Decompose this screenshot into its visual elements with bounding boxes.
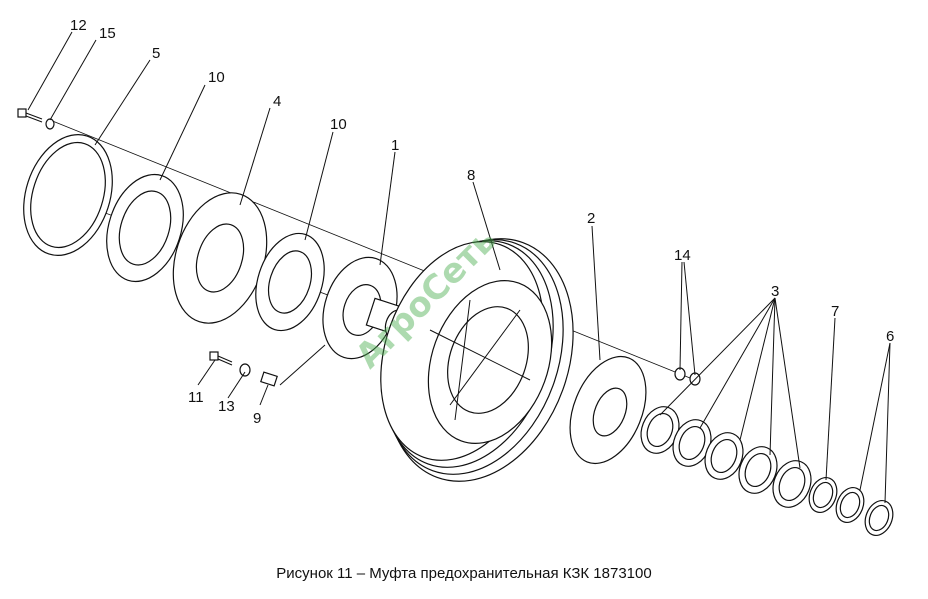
bushing-9-part	[260, 371, 278, 387]
leader-lines	[27, 31, 891, 504]
pulley-8-part	[380, 238, 574, 482]
callout-labels: 12 15 5 10 4 10 1 8 2 14 3 7 6 11 13 9	[70, 17, 894, 427]
bolt-12-part	[17, 108, 43, 123]
callout-13: 13	[218, 398, 235, 415]
callout-5: 5	[152, 45, 160, 62]
callout-9: 9	[253, 410, 261, 427]
cover-5-part	[23, 134, 113, 256]
callout-10b: 10	[330, 116, 347, 133]
nuts-14-part	[674, 367, 701, 386]
callout-12: 12	[70, 17, 87, 34]
plate-4-part	[172, 192, 268, 324]
callout-4: 4	[273, 93, 281, 110]
callout-1: 1	[391, 137, 399, 154]
callout-3: 3	[771, 283, 779, 300]
friction-disk-10a-part	[106, 173, 184, 283]
bolt-11-part	[209, 351, 233, 366]
washer-15-part	[45, 118, 55, 130]
callout-8: 8	[467, 167, 475, 184]
springs-3-part	[640, 406, 812, 508]
callout-10a: 10	[208, 69, 225, 86]
cup-2-part	[569, 355, 647, 465]
nut-13-part	[239, 363, 251, 377]
callout-14: 14	[674, 247, 691, 264]
friction-disk-10b-part	[255, 232, 325, 332]
callout-2: 2	[587, 210, 595, 227]
figure-caption: Рисунок 11 – Муфта предохранительная КЗК…	[276, 565, 652, 582]
callout-15: 15	[99, 25, 116, 42]
callout-11: 11	[188, 389, 204, 406]
rings-6-part	[835, 487, 894, 536]
callout-6: 6	[886, 328, 894, 345]
ring-7-part	[808, 477, 838, 513]
callout-7: 7	[831, 303, 839, 320]
